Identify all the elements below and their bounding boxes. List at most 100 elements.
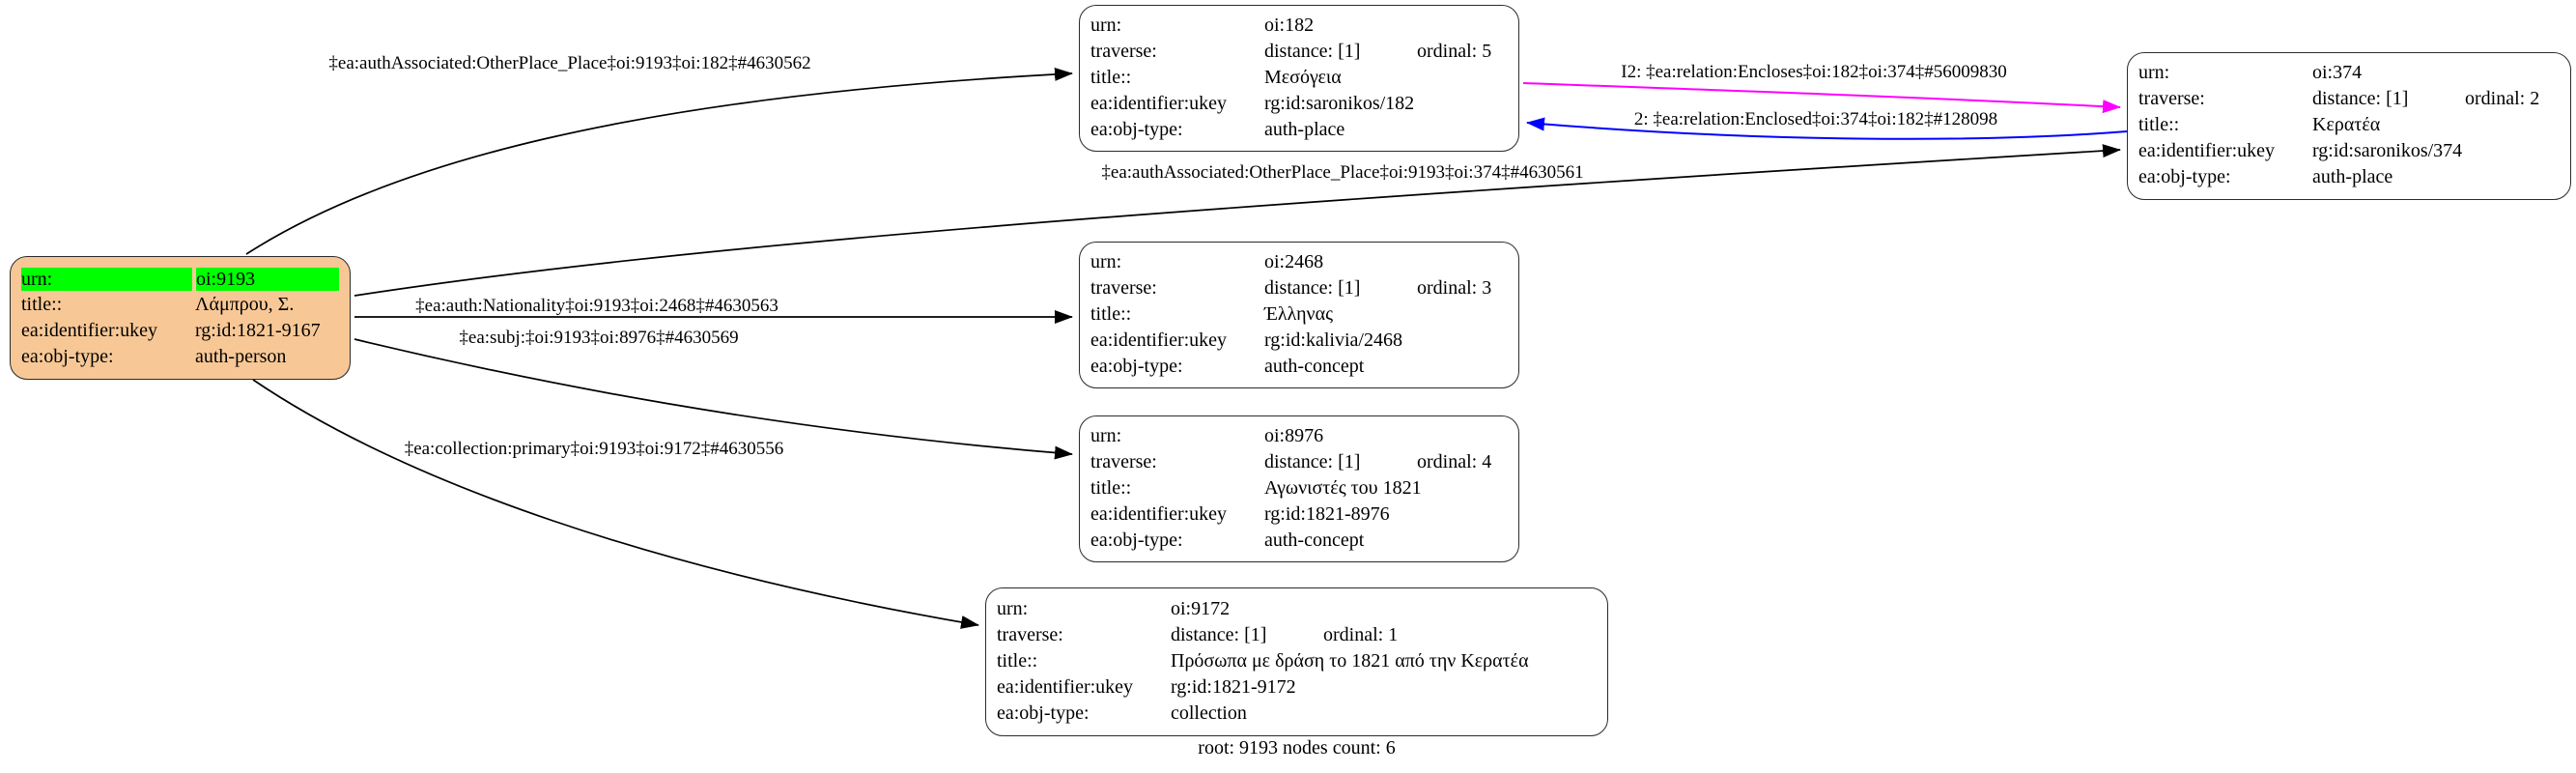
row-key: title:: (21, 294, 63, 315)
row-value: auth-concept (1264, 530, 1365, 551)
row-key: ea:obj-type: (1090, 530, 1183, 551)
node-row-title: title:: Κερατέα (2138, 112, 2560, 138)
node-oi-9172[interactable]: urn: oi:9172 traverse: distance: [1] ord… (985, 587, 1608, 736)
edge-label-relation-encloses: I2: ‡ea:relation:Encloses‡oi:182‡oi:374‡… (1621, 62, 2007, 82)
node-row-traverse: traverse: distance: [1] ordinal: 3 (1090, 275, 1508, 301)
row-ordinal: ordinal: 2 (2465, 88, 2540, 109)
node-row-objtype: ea:obj-type: auth-person (21, 344, 339, 370)
row-value: distance: [1] (1264, 451, 1361, 472)
node-oi-374[interactable]: urn: oi:374 traverse: distance: [1] ordi… (2127, 52, 2571, 200)
node-oi-8976[interactable]: urn: oi:8976 traverse: distance: [1] ord… (1079, 415, 1519, 562)
node-row-identifier: ea:identifier:ukey rg:id:1821-9172 (997, 674, 1597, 701)
edge-collection-primary (252, 379, 979, 629)
node-row-urn: urn: oi:374 (2138, 60, 2560, 86)
edge-label-collection-primary: ‡ea:collection:primary‡oi:9193‡oi:9172‡#… (404, 439, 784, 459)
node-row-identifier: ea:identifier:ukey rg:id:saronikos/182 (1090, 91, 1508, 117)
edge-subj (354, 338, 1073, 460)
row-key: ea:identifier:ukey (1090, 329, 1228, 351)
edge-label-relation-enclosed: 2: ‡ea:relation:Enclosed‡oi:374‡oi:182‡#… (1633, 109, 1998, 129)
node-row-objtype: ea:obj-type: auth-concept (1090, 354, 1508, 380)
node-row-traverse: traverse: distance: [1] ordinal: 4 (1090, 449, 1508, 475)
node-row-urn: urn: oi:9172 (997, 596, 1597, 622)
row-key: urn: (1090, 251, 1122, 272)
node-row-title: title:: Λάμπρου, Σ. (21, 292, 339, 318)
edge-label-authassociated-182: ‡ea:authAssociated:OtherPlace_Place‡oi:9… (328, 53, 811, 73)
row-value: oi:2468 (1264, 251, 1324, 272)
node-oi-2468[interactable]: urn: oi:2468 traverse: distance: [1] ord… (1079, 242, 1519, 388)
row-value: oi:9193 (196, 267, 339, 291)
node-row-traverse: traverse: distance: [1] ordinal: 5 (1090, 39, 1508, 65)
row-key: title:: (1090, 477, 1132, 499)
edge-label-nationality: ‡ea:auth:Nationality‡oi:9193‡oi:2468‡#46… (415, 296, 778, 316)
node-row-title: title:: Μεσόγεια (1090, 65, 1508, 91)
node-row-urn: urn: oi:9193 (21, 266, 339, 292)
row-value: distance: [1] (1264, 277, 1361, 299)
edge-label-subj: ‡ea:subj:‡oi:9193‡oi:8976‡#4630569 (459, 328, 739, 348)
edge-authassociated-182 (245, 67, 1073, 255)
node-row-urn: urn: oi:8976 (1090, 423, 1508, 449)
row-key: ea:obj-type: (21, 346, 114, 367)
row-key: ea:identifier:ukey (997, 676, 1134, 698)
node-row-title: title:: Έλληνας (1090, 301, 1508, 328)
row-value: Έλληνας (1264, 303, 1333, 325)
row-value: auth-place (1264, 119, 1345, 140)
row-value: distance: [1] (1171, 624, 1267, 645)
row-value: rg:id:1821-9172 (1171, 676, 1296, 698)
row-value: oi:9172 (1171, 598, 1231, 619)
row-value: auth-place (2312, 166, 2393, 187)
row-ordinal: ordinal: 5 (1417, 41, 1492, 62)
row-value: oi:182 (1264, 14, 1315, 36)
row-key: traverse: (1090, 277, 1157, 299)
row-key: ea:identifier:ukey (21, 320, 158, 341)
row-key: ea:identifier:ukey (1090, 503, 1228, 525)
row-value: rg:id:kalivia/2468 (1264, 329, 1402, 351)
row-ordinal: ordinal: 3 (1417, 277, 1492, 299)
row-key: traverse: (2138, 88, 2205, 109)
row-value: Αγωνιστές του 1821 (1264, 477, 1422, 499)
row-value: rg:id:1821-9167 (195, 320, 321, 341)
row-key: title:: (1090, 67, 1132, 88)
row-key: traverse: (1090, 451, 1157, 472)
node-row-objtype: ea:obj-type: auth-concept (1090, 528, 1508, 554)
row-key: urn: (1090, 14, 1122, 36)
row-key: urn: (1090, 425, 1122, 446)
row-key: title:: (2138, 114, 2180, 135)
row-value: oi:374 (2312, 62, 2363, 83)
row-key: urn: (2138, 62, 2170, 83)
node-row-traverse: traverse: distance: [1] ordinal: 1 (997, 622, 1597, 648)
node-row-identifier: ea:identifier:ukey rg:id:1821-8976 (1090, 501, 1508, 528)
row-key: title:: (997, 650, 1038, 672)
row-key: ea:identifier:ukey (1090, 93, 1228, 114)
row-value: Λάμπρου, Σ. (195, 294, 295, 315)
row-key: ea:identifier:ukey (2138, 140, 2276, 161)
row-value: distance: [1] (2312, 88, 2409, 109)
row-value: Κερατέα (2312, 114, 2381, 135)
node-row-identifier: ea:identifier:ukey rg:id:1821-9167 (21, 318, 339, 344)
row-key: ea:obj-type: (1090, 119, 1183, 140)
row-key: ea:obj-type: (1090, 356, 1183, 377)
row-key: title:: (1090, 303, 1132, 325)
node-oi-182[interactable]: urn: oi:182 traverse: distance: [1] ordi… (1079, 5, 1519, 152)
node-row-title: title:: Αγωνιστές του 1821 (1090, 475, 1508, 501)
row-key: urn: (21, 267, 192, 291)
row-value: collection (1171, 702, 1247, 724)
row-key: urn: (997, 598, 1029, 619)
edge-authassociated-374 (354, 144, 2121, 297)
row-value: rg:id:1821-8976 (1264, 503, 1390, 525)
edge-relation-enclosed (1526, 117, 2128, 140)
node-row-traverse: traverse: distance: [1] ordinal: 2 (2138, 86, 2560, 112)
node-row-identifier: ea:identifier:ukey rg:id:kalivia/2468 (1090, 328, 1508, 354)
node-row-objtype: ea:obj-type: auth-place (2138, 164, 2560, 190)
row-value: Μεσόγεια (1264, 67, 1342, 88)
row-key: ea:obj-type: (2138, 166, 2231, 187)
edge-label-authassociated-374: ‡ea:authAssociated:OtherPlace_Place‡oi:9… (1101, 162, 1584, 183)
row-value: oi:8976 (1264, 425, 1324, 446)
node-oi-9193[interactable]: urn: oi:9193 title:: Λάμπρου, Σ. ea:iden… (10, 256, 351, 380)
row-value: distance: [1] (1264, 41, 1361, 62)
row-value: auth-concept (1264, 356, 1365, 377)
node-row-objtype: ea:obj-type: collection (997, 701, 1597, 727)
node-row-objtype: ea:obj-type: auth-place (1090, 117, 1508, 143)
row-key: ea:obj-type: (997, 702, 1090, 724)
